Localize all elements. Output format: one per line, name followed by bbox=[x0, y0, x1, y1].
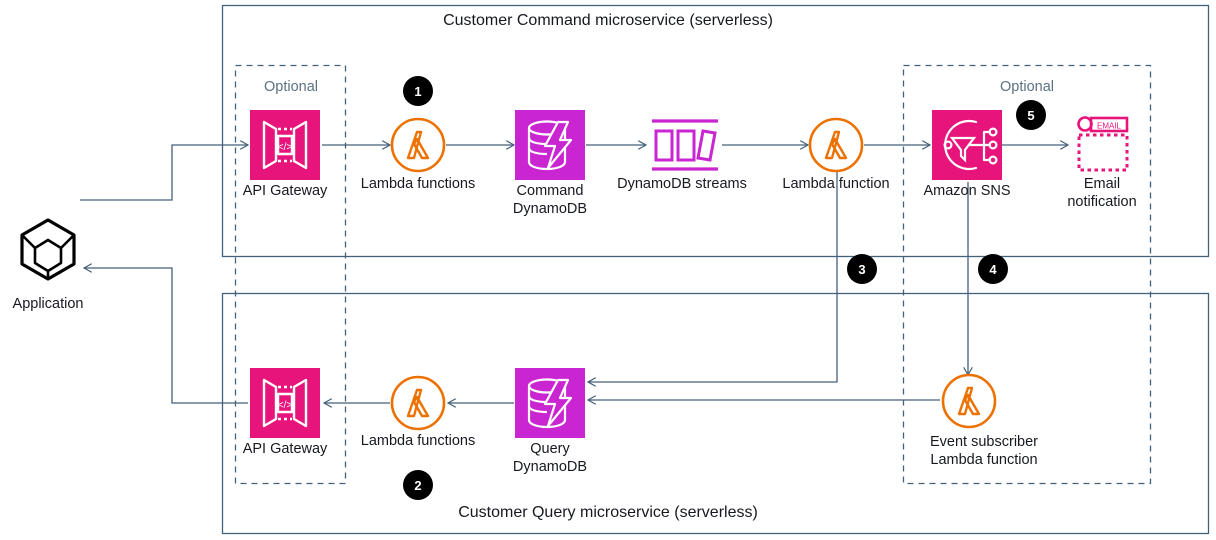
optional-label-left: Optional bbox=[263, 79, 318, 95]
node-label-event-subscriber-lambda: Event subscriber Lambda function bbox=[930, 434, 1038, 468]
svg-text:EMAIL: EMAIL bbox=[1097, 122, 1122, 131]
arrow-stream-lambda-to-query-ddb bbox=[588, 170, 838, 382]
node-label-email-notification: Email notification bbox=[1067, 176, 1137, 210]
cube-icon bbox=[20, 218, 76, 281]
optional-group-left bbox=[234, 64, 347, 485]
arrow-app-to-command-apigw bbox=[80, 145, 248, 201]
node-label-cmd-lambda-functions: Lambda functions bbox=[360, 176, 476, 192]
arrow-query-apigw-to-app bbox=[84, 268, 248, 404]
api-gateway-icon: </> bbox=[250, 368, 320, 438]
optional-label-right: Optional bbox=[999, 79, 1054, 95]
lambda-icon bbox=[941, 373, 997, 429]
node-label-query-dynamodb: Query DynamoDB bbox=[512, 441, 588, 475]
step-badge-3: 3 bbox=[847, 254, 877, 284]
lambda-icon bbox=[390, 117, 446, 173]
query-microservice-container bbox=[221, 292, 1210, 535]
node-label-query-lambda-functions: Lambda functions bbox=[360, 433, 476, 449]
command-microservice-container bbox=[221, 4, 1210, 258]
node-label-application: Application bbox=[12, 296, 84, 312]
step-badge-5: 5 bbox=[1016, 100, 1046, 130]
node-label-command-dynamodb: Command DynamoDB bbox=[512, 183, 588, 217]
step-badge-1: 1 bbox=[403, 76, 433, 106]
api-gateway-icon: </> bbox=[250, 110, 320, 180]
node-label-amazon-sns: Amazon SNS bbox=[923, 183, 1011, 199]
node-label-cmd-api-gateway: API Gateway bbox=[242, 183, 328, 199]
svg-text:</>: </> bbox=[278, 400, 293, 411]
node-label-stream-lambda-function: Lambda function bbox=[782, 176, 890, 192]
step-badge-4: 4 bbox=[978, 254, 1008, 284]
svg-text:</>: </> bbox=[278, 142, 293, 153]
email-notification-icon: EMAIL bbox=[1077, 116, 1129, 172]
query-microservice-title: Customer Query microservice (serverless) bbox=[458, 504, 758, 521]
lambda-icon bbox=[808, 117, 864, 173]
command-microservice-title: Customer Command microservice (serverles… bbox=[443, 12, 773, 29]
dynamodb-icon bbox=[515, 110, 585, 180]
lambda-icon bbox=[390, 375, 446, 431]
node-label-dynamodb-streams: DynamoDB streams bbox=[617, 176, 747, 192]
sns-icon bbox=[932, 110, 1002, 180]
dynamodb-streams-icon bbox=[652, 119, 718, 171]
node-label-query-api-gateway: API Gateway bbox=[242, 441, 328, 457]
step-badge-2: 2 bbox=[403, 470, 433, 500]
dynamodb-icon bbox=[515, 368, 585, 438]
optional-group-right bbox=[902, 64, 1152, 485]
